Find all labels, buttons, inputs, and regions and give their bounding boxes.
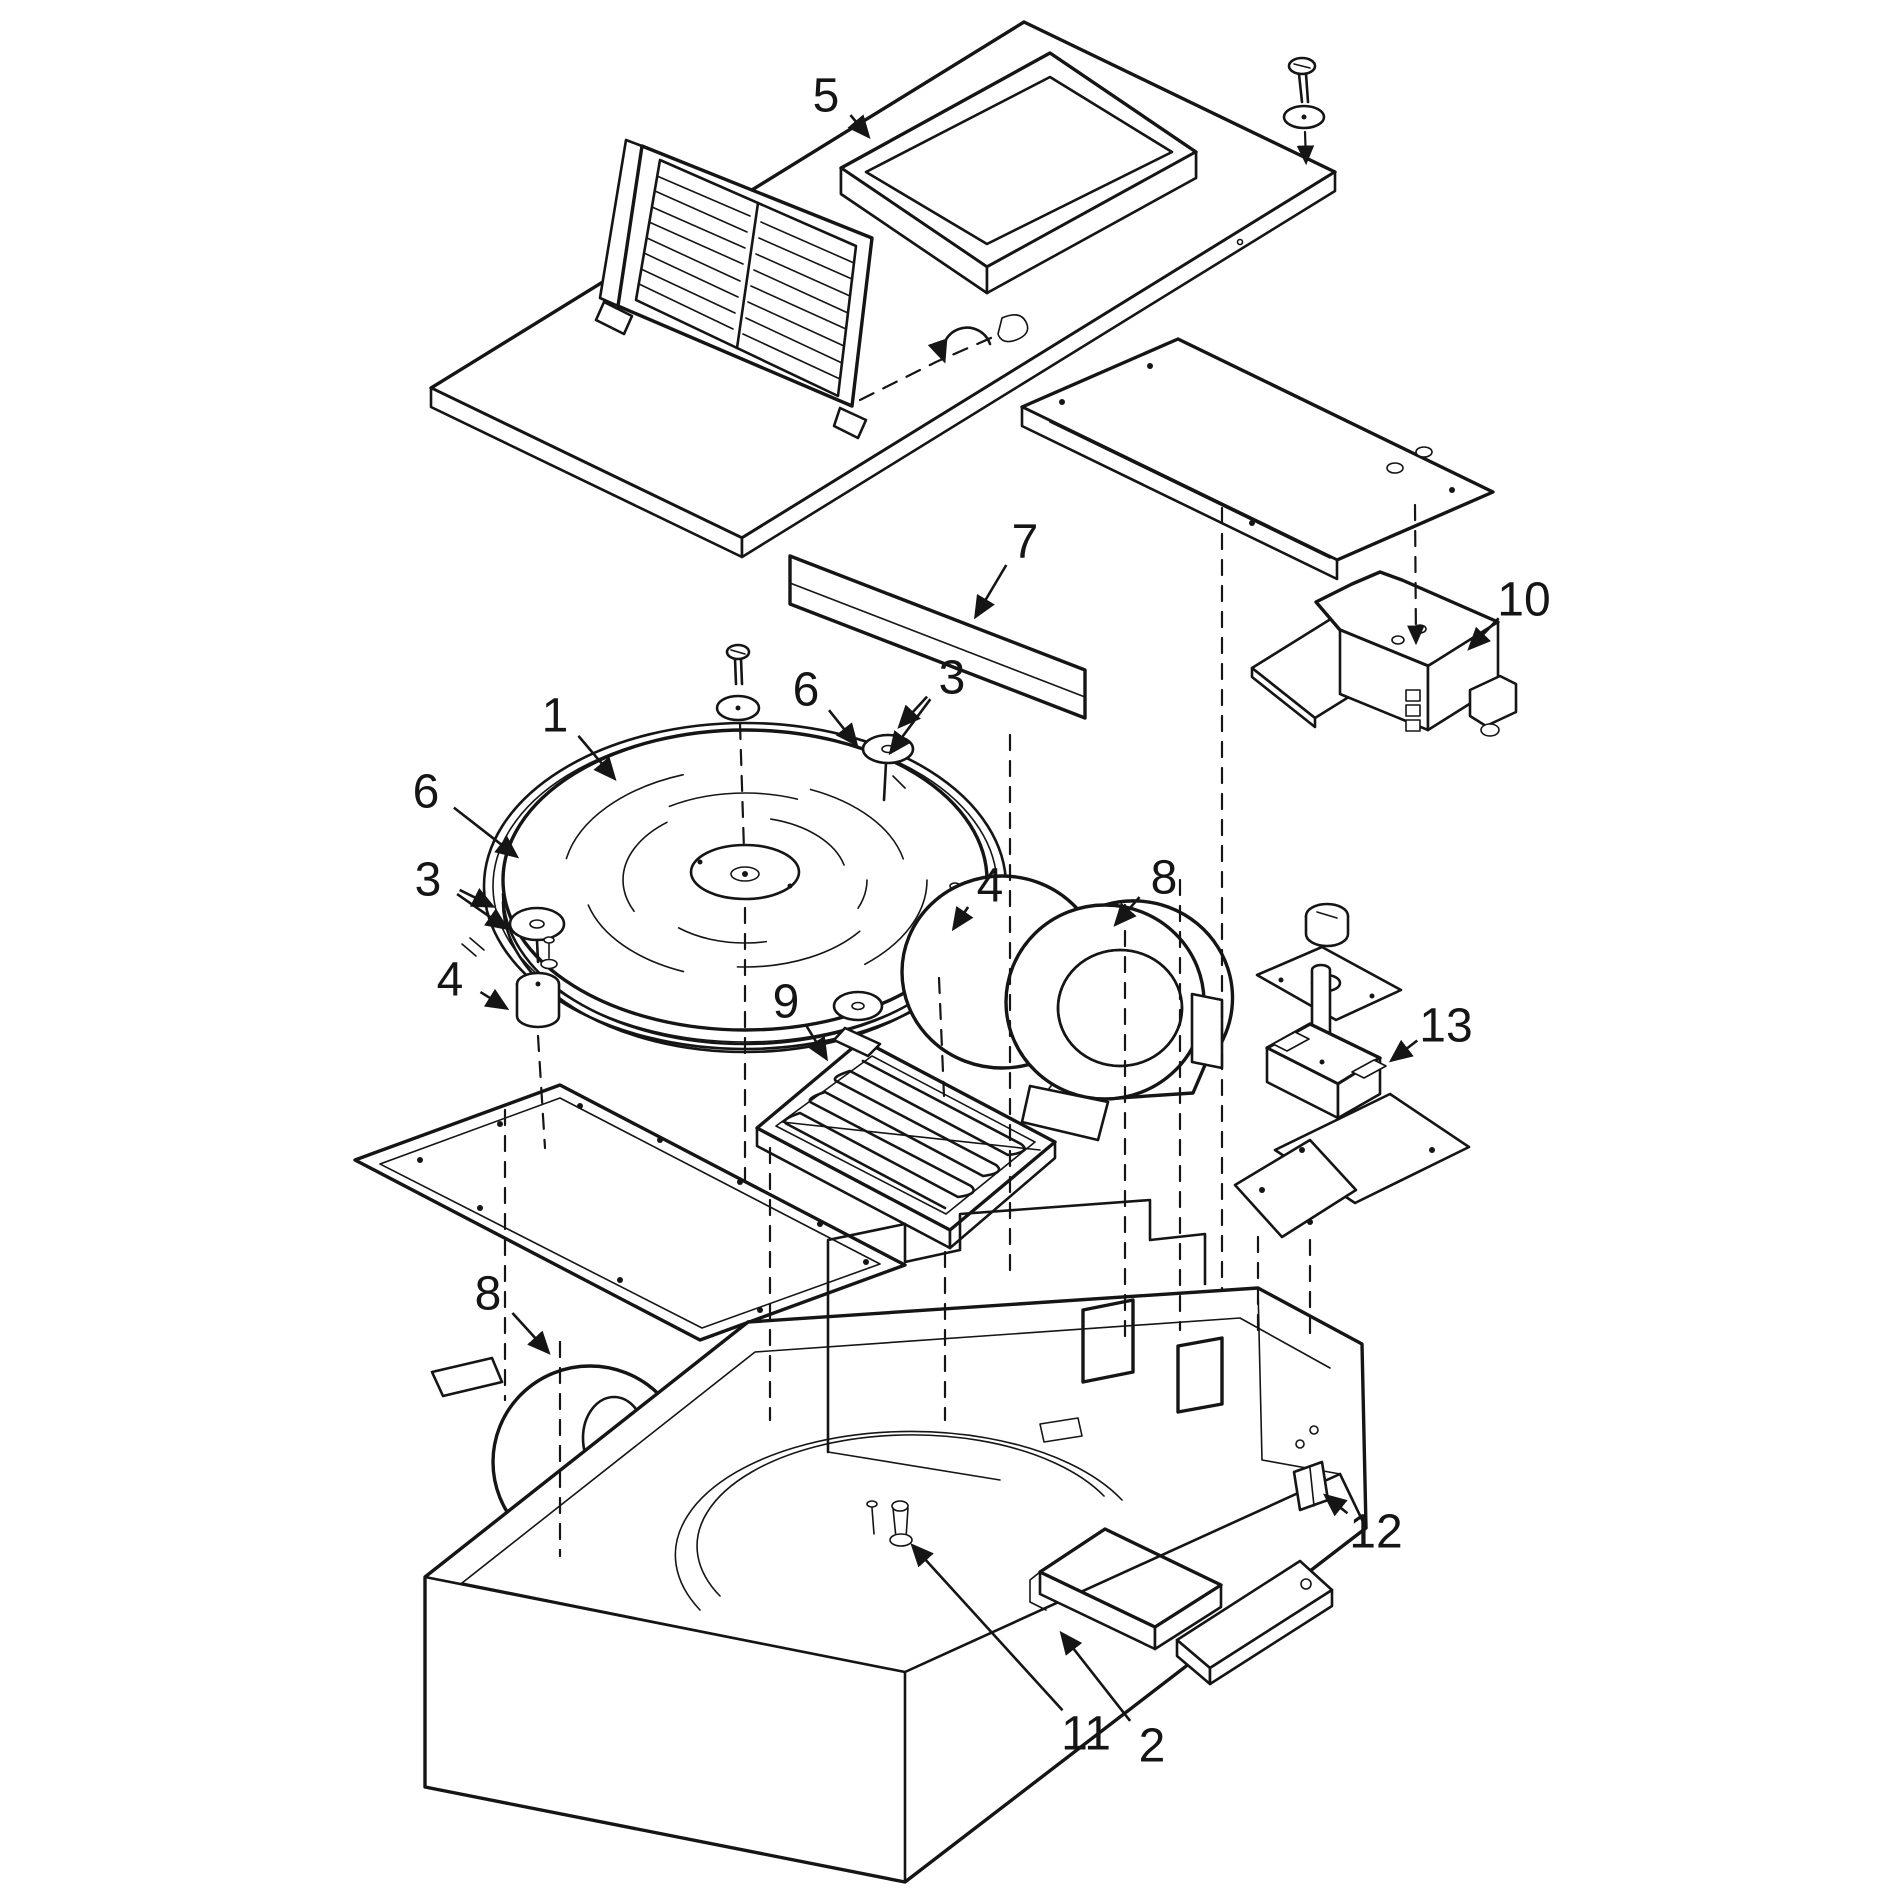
terminal-pins — [1405, 689, 1421, 732]
callout-5: 5 — [813, 69, 840, 122]
callout-4l-leader — [479, 988, 510, 1011]
callout-1: 1 — [542, 689, 569, 742]
air-deflector-panel — [788, 554, 1087, 720]
callout-3r-leader — [897, 695, 929, 729]
vent-filter — [839, 51, 1198, 295]
callout-10-leader — [1467, 617, 1500, 651]
vent-cover-strip — [1175, 1559, 1334, 1686]
callout-6l: 6 — [413, 765, 440, 818]
base-pan — [423, 1198, 1368, 1884]
heating-element — [755, 1026, 1109, 1250]
rear-access-panel — [1020, 337, 1495, 581]
louver-slats — [638, 175, 855, 380]
roller-wheel-left — [508, 906, 566, 964]
callout-12: 12 — [1349, 1505, 1402, 1558]
callout-12-leader — [1322, 1493, 1349, 1517]
callout-3l: 3 — [415, 853, 442, 906]
callout-6l-leader — [453, 806, 520, 859]
callout-3l-leader — [459, 888, 496, 908]
callout-8b-leader — [511, 1312, 551, 1355]
callout-11-leader — [910, 1543, 1064, 1712]
callout-7-leader — [974, 564, 1008, 620]
control-unit — [1250, 570, 1518, 737]
callout-8t-leader — [1113, 896, 1141, 927]
mounting-bracket — [1292, 1425, 1330, 1512]
callout-4r: 4 — [977, 859, 1004, 912]
bottom-cover-plate — [353, 1083, 907, 1342]
callout-13: 13 — [1419, 999, 1472, 1052]
callout-2: 2 — [1139, 1719, 1166, 1772]
callout-2-leader — [1059, 1630, 1132, 1722]
mounting-screw — [1282, 56, 1326, 166]
callout-6r: 6 — [793, 663, 820, 716]
callout-layer: 5 7 10 1 6 6 3 3 4 4 9 8 8 13 12 11 2 — [413, 69, 1551, 1772]
callout-9: 9 — [773, 975, 800, 1028]
oven-lamp — [866, 1500, 913, 1547]
support-grommet-left — [515, 936, 561, 1029]
vent-flap-actuator — [858, 314, 1029, 402]
callout-6r-leader — [828, 709, 859, 748]
callout-3l-leader — [456, 892, 510, 931]
callout-4l: 4 — [437, 953, 464, 1006]
turntable-motor — [1233, 902, 1471, 1239]
callout-13-leader — [1388, 1039, 1419, 1063]
callout-8t: 8 — [1151, 851, 1178, 904]
motor-mount-plates — [1233, 1092, 1471, 1239]
callout-4r-leader — [951, 906, 974, 932]
callout-5-leader — [847, 114, 871, 139]
callout-9-leader — [804, 1023, 829, 1062]
callout-7: 7 — [1012, 515, 1039, 568]
interior-partition-wall — [826, 1198, 1224, 1481]
assembly-guide-lines — [503, 503, 1425, 1558]
charcoal-filter — [1029, 1527, 1223, 1651]
callout-10: 10 — [1497, 573, 1550, 626]
callout-1-leader — [577, 735, 617, 781]
callout-3r-leader — [888, 698, 932, 756]
roller-wheel-top-right — [861, 733, 915, 802]
callout-8b: 8 — [475, 1267, 502, 1320]
louvered-vent-panel — [594, 138, 874, 440]
callout-11: 11 — [1061, 1707, 1111, 1760]
callout-3r: 3 — [939, 651, 966, 704]
roller-wheel-bottom — [832, 990, 884, 1022]
